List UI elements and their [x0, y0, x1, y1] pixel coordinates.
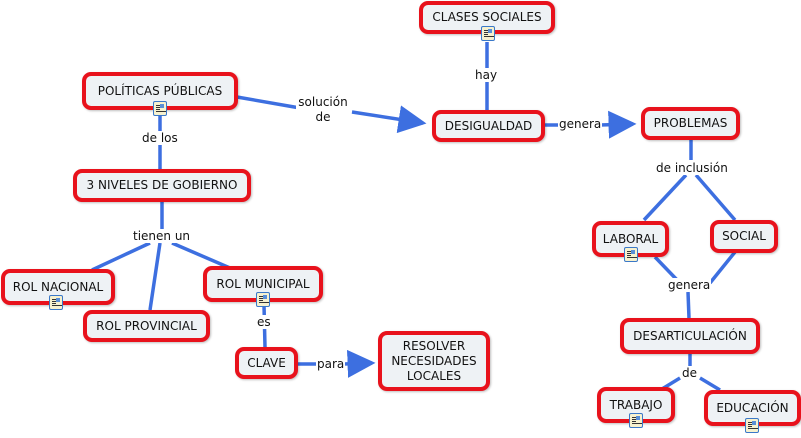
line-solucion-desigualdad	[351, 105, 427, 134]
concept-label: TRABAJO	[609, 397, 663, 412]
concept-label: LABORAL	[602, 231, 659, 246]
line-tienen-nacional	[91, 241, 151, 272]
link-label-de: de	[681, 366, 698, 380]
link-label-es: es	[256, 315, 272, 329]
document-resource-icon[interactable]	[153, 101, 167, 116]
link-label-de-inclusion: de inclusión	[655, 161, 729, 175]
concept-resolver-necesidades-locales[interactable]: RESOLVER NECESIDADES LOCALES	[378, 331, 490, 391]
line-tienen-municipal	[171, 241, 231, 270]
line-de-educacion	[699, 376, 721, 392]
link-label-hay: hay	[474, 68, 499, 82]
line-politicas-solucion	[236, 95, 301, 110]
concept-label: CLASES SOCIALES	[432, 10, 542, 24]
line-inclusion-social	[694, 173, 737, 222]
concept-label: POLÍTICAS PÚBLICAS	[97, 83, 223, 98]
line-genera-desarticulacion	[686, 291, 691, 319]
concept-label: SOCIAL	[722, 229, 766, 243]
concept-label: CLAVE	[247, 355, 286, 370]
concept-politicas-publicas[interactable]: POLÍTICAS PÚBLICAS	[82, 72, 238, 110]
concept-3-niveles-de-gobierno[interactable]: 3 NIVELES DE GOBIERNO	[73, 169, 251, 202]
link-label-para: para	[316, 357, 346, 371]
link-label-de-los: de los	[141, 131, 179, 145]
link-label-genera: genera	[558, 117, 603, 131]
concept-label: EDUCACIÓN	[716, 400, 789, 415]
document-resource-icon[interactable]	[624, 247, 638, 262]
concept-label: ROL PROVINCIAL	[96, 318, 197, 333]
concept-social[interactable]: SOCIAL	[710, 220, 778, 253]
concept-label: DESIGUALDAD	[444, 118, 533, 133]
concept-rol-municipal[interactable]: ROL MUNICIPAL	[203, 266, 323, 302]
concept-label: 3 NIVELES DE GOBIERNO	[86, 178, 238, 192]
concept-problemas[interactable]: PROBLEMAS	[641, 107, 740, 140]
concept-label: DESARTICULACIÓN	[633, 328, 747, 343]
concept-label: PROBLEMAS	[653, 116, 728, 130]
line-tienen-provincial	[148, 242, 162, 311]
document-resource-icon[interactable]	[481, 26, 495, 41]
concept-rol-provincial[interactable]: ROL PROVINCIAL	[83, 310, 210, 342]
document-resource-icon[interactable]	[629, 413, 643, 428]
concept-label: RESOLVER NECESIDADES LOCALES	[391, 338, 477, 383]
concept-label: ROL NACIONAL	[12, 279, 104, 294]
link-label-tienen-un: tienen un	[132, 229, 192, 243]
concept-clases-sociales[interactable]: CLASES SOCIALES	[419, 1, 555, 34]
link-label-genera-2: genera	[667, 278, 712, 292]
document-resource-icon[interactable]	[745, 418, 759, 433]
concept-desigualdad[interactable]: DESIGUALDAD	[432, 110, 545, 142]
concept-desarticulacion[interactable]: DESARTICULACIÓN	[620, 318, 760, 354]
document-resource-icon[interactable]	[49, 295, 63, 310]
document-resource-icon[interactable]	[256, 292, 270, 307]
line-social-genera	[708, 250, 737, 285]
link-label-solucion-de: solución de	[296, 95, 350, 125]
line-para-resolver	[343, 349, 376, 378]
line-genera-problemas	[599, 110, 637, 139]
concept-clave[interactable]: CLAVE	[235, 347, 298, 379]
line-inclusion-laboral	[642, 173, 688, 222]
concept-label: ROL MUNICIPAL	[216, 276, 310, 291]
